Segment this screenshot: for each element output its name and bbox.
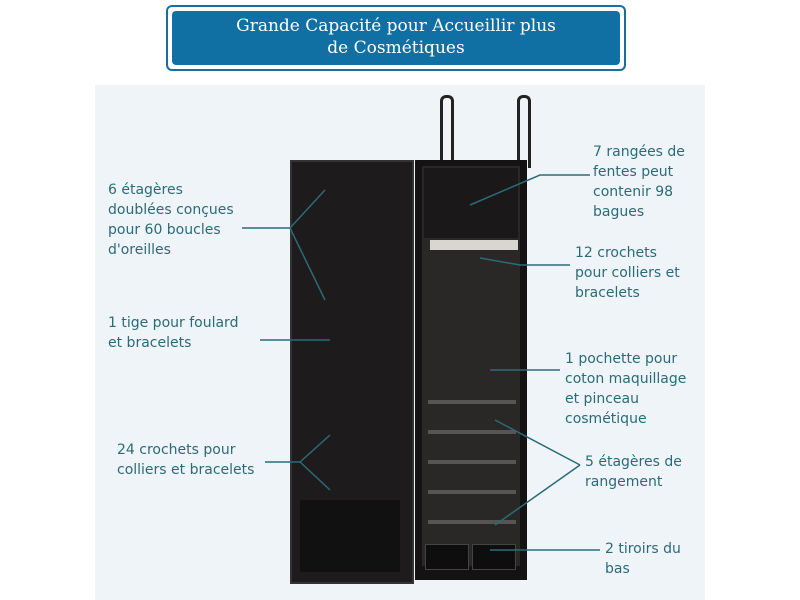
banner-line-1: Grande Capacité pour Accueillir plus (236, 16, 556, 36)
shelf (428, 400, 516, 404)
door-hook-right (517, 95, 531, 168)
drawer-right (472, 544, 516, 570)
label-drawers: 2 tiroirs du bas (605, 541, 681, 577)
label-earring-shelves: 6 étagères doublées conçues pour 60 bouc… (108, 182, 234, 258)
label-storage-shelves: 5 étagères de rangement (585, 454, 682, 490)
label-scarf-rod: 1 tige pour foulard et bracelets (108, 315, 239, 351)
shelf (428, 490, 516, 494)
label-necklace-hooks: 12 crochets pour colliers et bracelets (575, 245, 680, 301)
leader-earrings (242, 189, 326, 301)
label-door-hooks: 24 crochets pour colliers et bracelets (117, 442, 255, 478)
door-hook-left (440, 95, 454, 168)
drawer-left (425, 544, 469, 570)
shelf (428, 430, 516, 434)
door-compartment (300, 500, 400, 572)
shelf (428, 460, 516, 464)
label-pouch: 1 pochette pour coton maquillage et pinc… (565, 351, 687, 427)
label-ring-rows: 7 rangées de fentes peut contenir 98 bag… (593, 144, 685, 220)
ring-slots (424, 168, 518, 238)
leader-rings (469, 174, 590, 206)
leader-hooks (265, 434, 331, 491)
banner-line-2: de Cosmétiques (327, 38, 465, 58)
leader-necklace (479, 257, 570, 266)
shelf (428, 520, 516, 524)
necklace-bar (430, 240, 518, 250)
leader-shelves (494, 419, 581, 526)
